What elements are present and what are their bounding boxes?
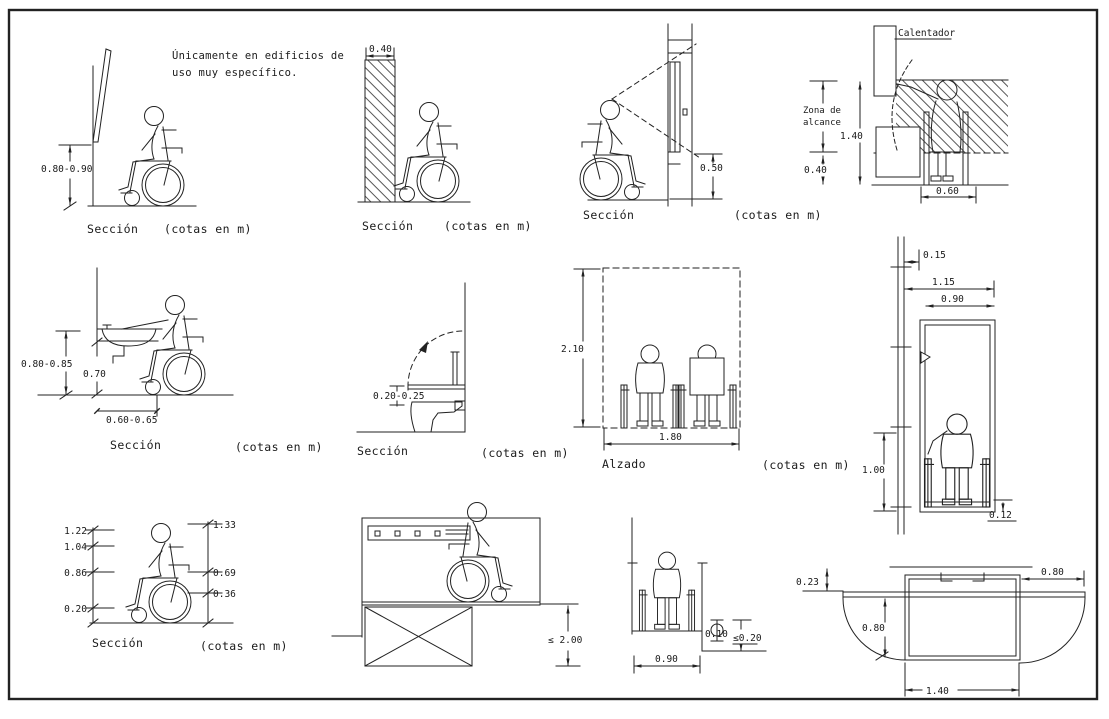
dim-rim-height: 0.80-0.85 [21,359,72,370]
wheelchair-user-side-icon [393,102,460,203]
wheelchair-backrest [689,357,725,396]
note-line1: Únicamente en edificios de [172,49,344,62]
caption-units: (cotas en m) [444,219,532,233]
caption-section: Sección [87,222,138,236]
dim-envelope-height: 2.10 [561,344,584,355]
gate-mark-left [940,572,953,582]
panel-platform-lift-plan: 0.23 0.80 0.80 1.40 [796,566,1086,697]
wheelchair-user-reaching-icon [896,79,969,186]
dim-roller-gap: 0.10 [705,629,728,640]
flap-swing-arc-right [1019,597,1086,664]
lift-mechanism-box [364,606,473,667]
caption-section: Sección [583,208,634,222]
dim-left-2: 1.04 [64,542,87,553]
reach-arc [891,59,913,151]
dim-left-1: 1.22 [64,526,87,537]
wheelchair-user-side-icon [446,502,513,603]
dim-cabin-width: 1.15 [932,277,955,288]
dim-right-3: 0.36 [213,589,236,600]
panel-washbasin-section: 0.80-0.85 0.70 0.60-0.65 Sección (cotas … [21,267,323,454]
panel-window-section: 0.50 Sección (cotas en m) [579,23,822,222]
dim-flap-left: 0.80 [862,623,885,634]
panel-heater-section: Calentador Zona de alcance 1.40 0.40 0.6… [803,25,1009,204]
flap-swing-arc-left [842,597,906,661]
washbasin [96,324,163,364]
dim-wall-thickness: 0.40 [369,44,392,55]
label-heater: Calentador [898,28,955,39]
caption-units: (cotas en m) [235,440,323,454]
hatched-wall [364,59,396,203]
dim-sill: ≤0.20 [733,633,762,644]
panel-toilet-section: 0.20-0.25 Sección (cotas en m) [356,282,569,460]
dim-edge-gap: 0.23 [796,577,819,588]
dim-platform-width: 1.40 [926,686,949,697]
note-line2: uso muy específico. [172,67,298,79]
dim-handrail-height: 1.00 [862,465,885,476]
wheelchair-user-side-icon [579,100,646,201]
caption-units: (cotas en m) [762,458,850,472]
caption-units: (cotas en m) [200,639,288,653]
lift-platform-plan [904,574,1021,661]
clearance-envelope [602,267,741,429]
dim-sill: 0.12 [989,510,1012,521]
panel-wheelchair-section: 1.22 1.04 0.86 0.20 1.33 0.69 0.36 Secci… [64,519,288,653]
dim-door-width: 0.90 [941,294,964,305]
dim-left-3: 0.86 [64,568,87,579]
caption-section: Sección [110,438,161,452]
caption-elevation: Alzado [602,457,646,471]
caption-section: Sección [362,219,413,233]
door-swing-mark [920,351,931,364]
wheelchair-user-side-icon [139,295,206,396]
tilted-mirror [92,48,112,143]
label-reach-zone-2: alcance [803,118,841,128]
caption-units: (cotas en m) [734,208,822,222]
dim-flap-right: 0.80 [1041,567,1064,578]
grab-bar-swing-arc [407,330,463,388]
dim-bar-gap: 0.20-0.25 [373,391,424,402]
panel-wall-section: 0.40 Sección (cotas en m) [357,44,532,233]
caption-units: (cotas en m) [481,446,569,460]
panel-mirror-section: 0.80-0.90 Sección (cotas en m) Únicament… [41,48,344,236]
control-panel [367,525,471,541]
dim-basin-depth: 0.60-0.65 [106,415,157,426]
panel-lift-front: 0.15 1.15 0.90 1.00 0.12 [862,236,1017,535]
dim-gap: 0.15 [923,250,946,261]
panel-platform-lift-front: 0.10 ≤0.20 0.90 [627,517,767,674]
panel-elevation-two-wheelchairs: 2.10 1.80 Alzado (cotas en m) [561,267,850,472]
lift-cabin [919,319,996,513]
wheelchair-user-front-icon [923,413,991,508]
sight-line-upper [611,43,697,100]
dim-right-1: 1.33 [213,520,236,531]
sight-line-lower [611,98,701,159]
cabinet [875,126,921,178]
dim-envelope-width: 1.80 [659,432,682,443]
wheelchair-user-front-icon [638,551,696,632]
dim-right-2: 0.69 [213,568,236,579]
dim-mirror-height: 0.80-0.90 [41,164,93,175]
sheet-border [7,8,1099,701]
dim-platform-width: 0.90 [655,654,678,665]
panel-platform-lift-side: ≤ 2.00 [331,502,583,667]
caption-section: Sección [92,636,143,650]
dim-travel: ≤ 2.00 [548,635,583,646]
dim-reach-height: 1.40 [840,131,863,142]
heater [873,25,897,97]
dim-depth: 0.60 [936,186,959,197]
dim-clearance: 0.70 [83,369,106,380]
caption-section: Sección [357,444,408,458]
caption-units: (cotas en m) [164,222,252,236]
dim-lower-limit: 0.40 [804,165,827,176]
dim-left-4: 0.20 [64,604,87,615]
dim-sill-height: 0.50 [700,163,723,174]
label-reach-zone-1: Zona de [803,106,841,116]
wheelchair-user-side-icon [118,106,185,207]
gate-mark-right [972,572,985,582]
wheelchair-user-front-icon [620,344,680,429]
wheelchair-user-side-icon [125,523,192,624]
